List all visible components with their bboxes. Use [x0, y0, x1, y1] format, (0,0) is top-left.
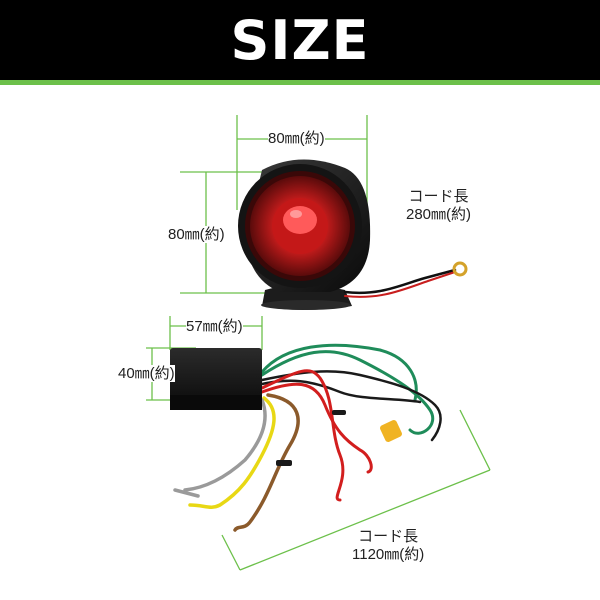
siren-cord-label: コード長 280㎜(約) [406, 188, 472, 224]
siren-height-label: 80㎜(約) [168, 226, 225, 243]
siren-cord-length: 280㎜(約) [406, 206, 472, 224]
siren-cord-title: コード長 [406, 188, 472, 206]
box-width-label: 57㎜(約) [186, 318, 243, 335]
box-cord-length: 1120㎜(約) [352, 546, 425, 564]
box-cord-label: コード長 1120㎜(約) [352, 528, 425, 564]
header-bar [0, 0, 600, 80]
header-accent-line [0, 80, 600, 85]
box-cord-title: コード長 [352, 528, 425, 546]
box-height-label: 40㎜(約) [118, 365, 175, 382]
siren-width-label: 80㎜(約) [268, 130, 325, 147]
fuse-holder [380, 420, 402, 442]
siren-cord [343, 261, 468, 298]
cable-ties [276, 410, 346, 466]
control-box-wires [173, 343, 442, 532]
control-box [170, 348, 262, 410]
siren [238, 159, 371, 310]
page-title: SIZE [230, 9, 370, 72]
